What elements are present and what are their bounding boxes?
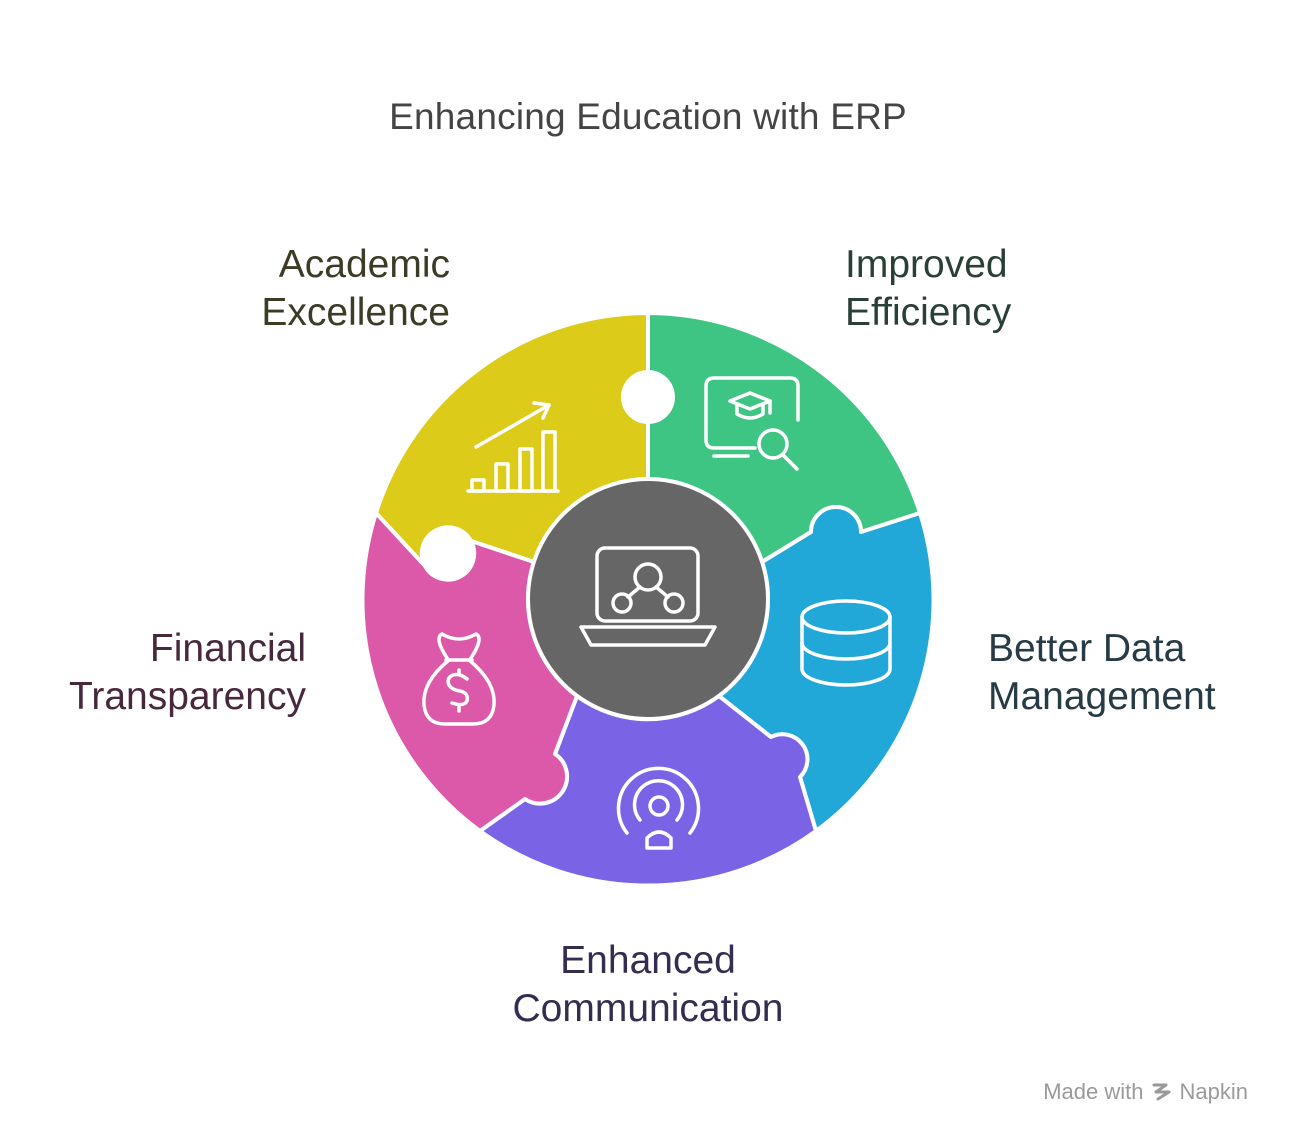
label-communication-line2: Communication xyxy=(512,987,784,1030)
segment-financial-transparency xyxy=(360,511,579,833)
label-efficiency-line2: Efficiency xyxy=(845,291,1012,334)
database-icon xyxy=(800,599,892,687)
label-enhanced-communication: Enhanced Communication xyxy=(0,937,1296,1033)
label-improved-efficiency: Improved Efficiency xyxy=(845,241,1011,337)
label-academic-excellence: Academic Excellence xyxy=(261,241,450,337)
label-academic-line2: Excellence xyxy=(261,291,450,334)
label-efficiency-line1: Improved xyxy=(845,243,1008,286)
footer-made-with-text: Made with xyxy=(1043,1079,1144,1104)
broadcast-person-icon xyxy=(616,766,701,850)
label-financial-line2: Transparency xyxy=(69,675,306,718)
label-data-line1: Better Data xyxy=(988,627,1186,670)
laptop-network-icon xyxy=(579,546,717,647)
money-bag-dollar-icon xyxy=(422,632,496,726)
monitor-graduation-search-icon xyxy=(704,376,800,471)
label-academic-line1: Academic xyxy=(278,243,450,286)
label-better-data-management: Better Data Management xyxy=(988,625,1216,721)
made-with-napkin-footer[interactable]: Made with Napkin xyxy=(1043,1079,1248,1105)
label-financial-transparency: Financial Transparency xyxy=(69,625,306,721)
label-communication-line1: Enhanced xyxy=(560,939,736,982)
bar-chart-growth-icon xyxy=(466,401,560,493)
segment-academic-excellence xyxy=(374,311,650,568)
footer-brand-text: Napkin xyxy=(1179,1079,1248,1104)
napkin-logo-icon xyxy=(1152,1083,1171,1101)
label-financial-line1: Financial xyxy=(149,627,306,670)
diagram-title: Enhancing Education with ERP xyxy=(389,96,907,137)
center-hub xyxy=(526,477,770,721)
label-data-line2: Management xyxy=(988,675,1216,718)
